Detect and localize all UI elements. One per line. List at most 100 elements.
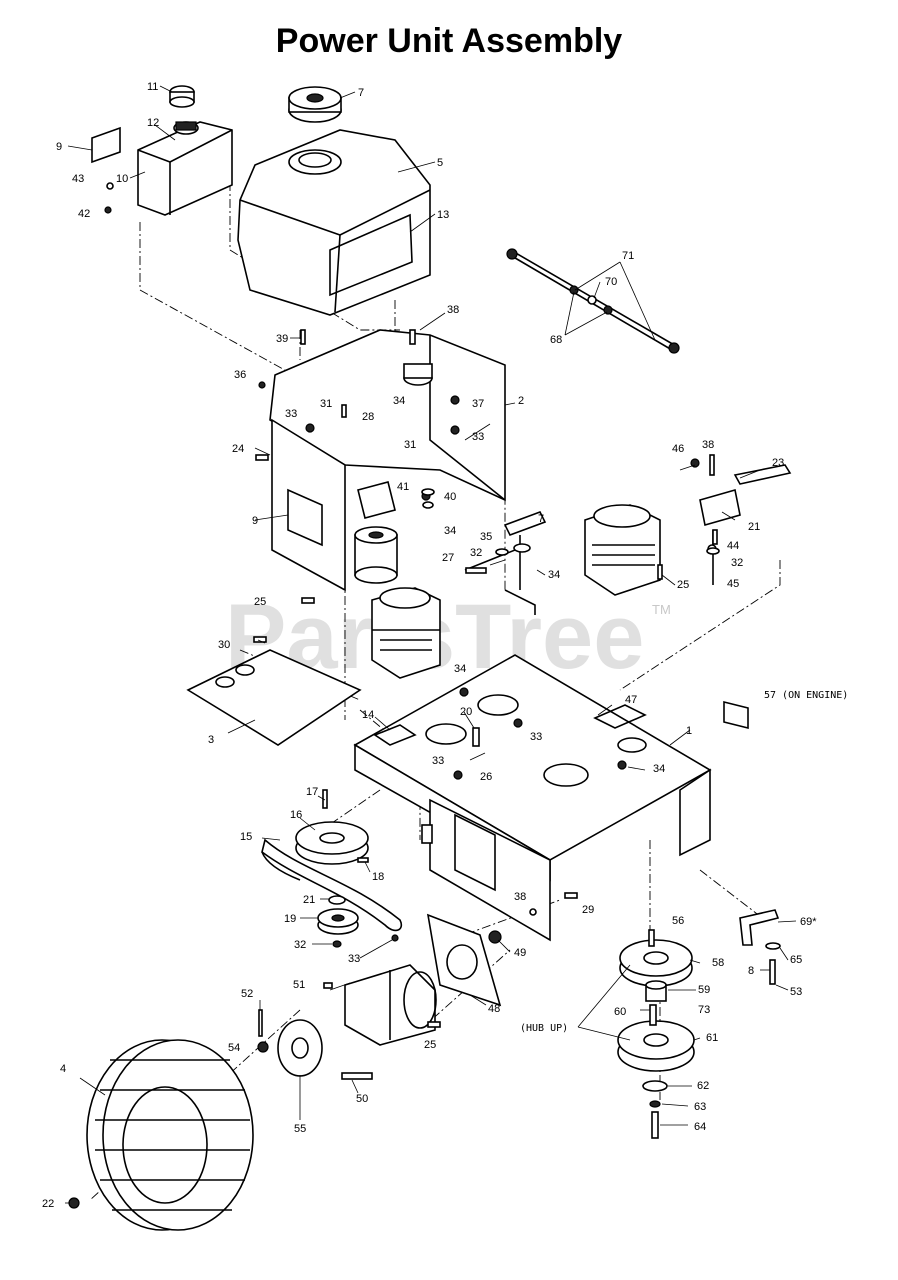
callout-6: 7 <box>358 87 364 99</box>
callout-7: 7 <box>538 513 544 525</box>
pulley-64-part <box>617 1020 695 1072</box>
callout-56: 53 <box>790 986 802 998</box>
callout-22: 21 <box>748 521 760 533</box>
wheel-motor-part <box>344 964 437 1046</box>
callout-72: 71 <box>622 250 634 262</box>
callout-42: 39 <box>276 333 288 345</box>
callout-25-c: 25 <box>254 596 266 608</box>
tank-cap-part <box>288 86 342 123</box>
callout-25-a: 24 <box>232 443 244 455</box>
callout-70: 68 <box>550 334 562 346</box>
upper-bracket-part <box>269 329 506 502</box>
callout-27: 27 <box>442 552 454 564</box>
callout-32-low: 32 <box>294 939 306 951</box>
fuel-tank-part <box>237 129 431 316</box>
pulley-61-part <box>619 939 693 987</box>
watermark-trademark: TM <box>652 602 671 617</box>
callout-17: 17 <box>306 786 318 798</box>
callout-9-top: 9 <box>56 141 62 153</box>
main-deck-part <box>353 654 712 942</box>
callout-48: 45 <box>727 578 739 590</box>
callout-61: 58 <box>712 957 724 969</box>
washer-65-part <box>642 1080 668 1092</box>
callout-28: 28 <box>362 411 374 423</box>
callout-33-c: 33 <box>530 731 542 743</box>
callout-44: 41 <box>397 481 409 493</box>
callout-16: 16 <box>290 809 302 821</box>
linkage-rods-part <box>506 248 680 354</box>
callout-labels: 11 7 12 9 5 10 43 42 13 71 70 68 38 39 3… <box>42 81 802 1210</box>
page-title: Power Unit Assembly <box>275 22 623 60</box>
callout-64: 61 <box>706 1032 718 1044</box>
callout-40: 38 <box>702 439 714 451</box>
callout-39: 38 <box>514 891 526 903</box>
callout-33-a: 33 <box>285 408 297 420</box>
callout-59: 55 <box>294 1123 306 1135</box>
spacer-62-part <box>645 980 667 1002</box>
callout-49: 46 <box>672 443 684 455</box>
washer-66-part <box>649 1100 661 1108</box>
callout-54: 51 <box>293 979 305 991</box>
callout-9-side: 9 <box>252 515 258 527</box>
decal-57-part <box>723 700 749 730</box>
callout-69-star: 69* <box>800 916 817 928</box>
callout-34-c: 34 <box>653 763 665 775</box>
callout-35: 34 <box>393 395 405 407</box>
callout-32-mid: 32 <box>470 547 482 559</box>
callout-31-mid: 31 <box>404 439 416 451</box>
hydro-pump-left-part <box>371 587 441 679</box>
callout-71: 70 <box>605 276 617 288</box>
decal-9-top <box>91 126 121 164</box>
cap-part <box>169 85 195 108</box>
callout-33-b: 33 <box>472 431 484 443</box>
callout-67: 64 <box>694 1121 706 1133</box>
callout-41: 38 <box>447 304 459 316</box>
callout-58: 54 <box>228 1042 240 1054</box>
callout-34-b: 34 <box>454 663 466 675</box>
callout-5: 5 <box>437 157 443 169</box>
side-plate-part <box>271 418 346 592</box>
callout-68: 65 <box>790 954 802 966</box>
callout-21: 21 <box>303 894 315 906</box>
callout-63: 60 <box>614 1006 626 1018</box>
callout-33-d: 33 <box>432 755 444 767</box>
callout-8: 8 <box>748 965 754 977</box>
callout-10: 10 <box>116 173 128 185</box>
callout-43: 40 <box>444 491 456 503</box>
idler-19-part <box>317 908 359 935</box>
callout-36: 34 <box>548 569 560 581</box>
callout-46: 43 <box>72 173 84 185</box>
callout-3: 3 <box>208 734 214 746</box>
note-on-engine: 57 (ON ENGINE) <box>764 690 848 701</box>
callout-60: 56 <box>672 915 684 927</box>
callout-34-a: 34 <box>444 525 456 537</box>
callout-14: 14 <box>362 709 374 721</box>
callout-62: 59 <box>698 984 710 996</box>
bolt-67-part <box>651 1111 659 1139</box>
callout-52: 49 <box>514 947 526 959</box>
callout-24: 23 <box>772 457 784 469</box>
callout-1: 1 <box>686 725 692 737</box>
tire-part <box>86 1039 254 1231</box>
callout-15: 15 <box>240 831 252 843</box>
callout-55: 52 <box>241 988 253 1000</box>
belt-part <box>261 838 403 932</box>
hydro-pump-right-part <box>584 504 661 596</box>
callout-51: 48 <box>488 1003 500 1015</box>
callout-11: 11 <box>147 81 158 93</box>
callout-19: 19 <box>284 913 296 925</box>
callout-23: 22 <box>42 1198 54 1210</box>
control-arm-part <box>464 511 547 615</box>
callout-30: 30 <box>218 639 230 651</box>
callout-18: 18 <box>372 871 384 883</box>
callout-12: 12 <box>147 117 159 129</box>
callout-50: 47 <box>625 694 637 706</box>
note-hub-up: (HUB UP) <box>520 1023 568 1034</box>
callout-32-right: 32 <box>731 557 743 569</box>
callout-25-d: 25 <box>424 1039 436 1051</box>
callout-47: 44 <box>727 540 739 552</box>
callout-33-e: 33 <box>348 953 360 965</box>
callout-37: 35 <box>480 531 492 543</box>
callout-65: 62 <box>697 1080 709 1092</box>
